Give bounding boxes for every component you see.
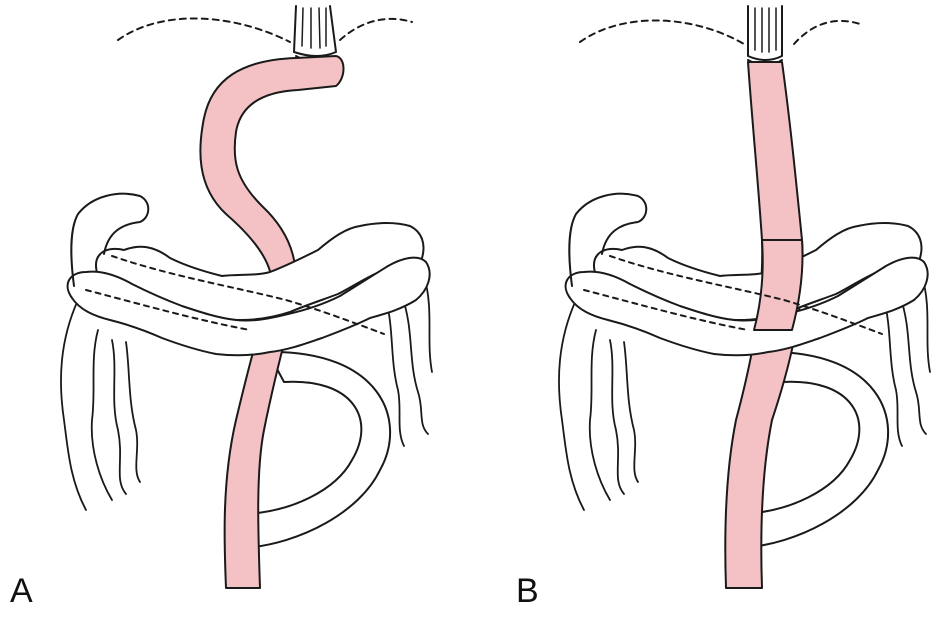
panel-a-label: A	[10, 574, 33, 608]
diaphragm-left-dashed-line	[580, 20, 744, 44]
omentum-left	[559, 300, 638, 510]
diaphragm-right-dashed-line	[340, 19, 412, 40]
esophagus-stump	[748, 6, 782, 60]
esophagus-stump	[294, 6, 336, 56]
diaphragm-left-dashed-line	[118, 18, 290, 42]
panel-a-illustration	[0, 0, 472, 620]
panel-b: B	[472, 0, 944, 620]
panel-a: A	[0, 0, 472, 620]
omentum-left	[61, 300, 140, 510]
panel-b-illustration	[472, 0, 944, 620]
diaphragm-right-dashed-line	[794, 21, 860, 44]
panel-b-label: B	[516, 574, 539, 608]
